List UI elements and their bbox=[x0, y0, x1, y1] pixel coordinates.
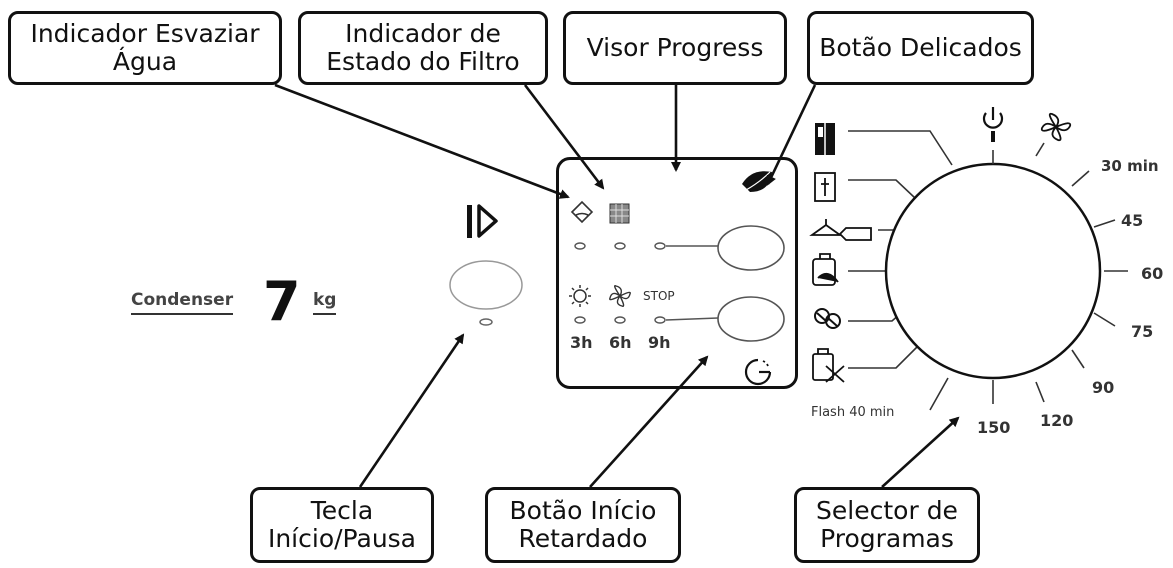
callout-program-selector: Selector de Programas bbox=[794, 487, 980, 563]
callout-text: Botão Delicados bbox=[819, 33, 1022, 62]
callout-filter-indicator: Indicador de Estado do Filtro bbox=[298, 11, 548, 85]
led-row-bottom bbox=[574, 316, 666, 324]
brand-word: Condenser bbox=[131, 290, 234, 315]
dial-ticks bbox=[992, 142, 1128, 404]
callout-text: Indicador de bbox=[345, 19, 501, 48]
callout-text: Água bbox=[112, 47, 178, 76]
filter-status-icon bbox=[609, 203, 630, 224]
power-icon bbox=[982, 107, 1004, 142]
callout-delicates-button: Botão Delicados bbox=[807, 11, 1034, 85]
delay-start-button[interactable] bbox=[717, 296, 785, 342]
program-icon-iron-dry bbox=[814, 172, 836, 202]
program-icon-hanger bbox=[809, 219, 872, 241]
dial-time-60: 60 bbox=[1141, 264, 1164, 283]
delay-clock-icon bbox=[744, 358, 772, 386]
dial-time-90: 90 bbox=[1092, 378, 1115, 397]
dial-time-120: 120 bbox=[1040, 411, 1074, 430]
program-icon-cupboard-dry bbox=[815, 123, 835, 155]
fan-icon bbox=[609, 285, 631, 307]
stop-label: STOP bbox=[643, 289, 675, 303]
callout-progress-display: Visor Progress bbox=[563, 11, 787, 85]
callout-arrows bbox=[274, 83, 960, 488]
delicates-leaf-icon bbox=[742, 171, 772, 192]
dial-time-75: 75 bbox=[1131, 322, 1154, 341]
delay-3h-label: 3h bbox=[570, 333, 593, 352]
dial-time-150: 150 bbox=[977, 418, 1011, 437]
start-pause-icon bbox=[467, 204, 498, 238]
program-selector-dial[interactable] bbox=[884, 162, 1102, 380]
callout-text: Visor Progress bbox=[586, 33, 764, 62]
delay-6h-label: 6h bbox=[609, 333, 632, 352]
callout-start-pause-key: Tecla Início/Pausa bbox=[250, 487, 434, 563]
callout-text: Retardado bbox=[518, 524, 648, 553]
callout-text: Botão Início bbox=[509, 496, 657, 525]
cool-fan-icon bbox=[1040, 112, 1072, 142]
callout-drain-indicator: Indicador Esvaziar Água bbox=[8, 11, 282, 85]
callout-delay-start-button: Botão Início Retardado bbox=[485, 487, 681, 563]
led-row-top bbox=[574, 242, 666, 250]
callout-text: Início/Pausa bbox=[267, 524, 417, 553]
delicates-button[interactable] bbox=[717, 225, 785, 271]
callout-text: Estado do Filtro bbox=[326, 47, 520, 76]
start-pause-button[interactable] bbox=[449, 260, 523, 310]
drain-water-icon bbox=[570, 200, 594, 224]
start-pause-led bbox=[479, 318, 493, 326]
callout-text: Tecla bbox=[310, 496, 374, 525]
dial-time-flash: Flash 40 min bbox=[811, 405, 895, 420]
capacity-value: 7 bbox=[263, 270, 301, 333]
delay-9h-label: 9h bbox=[648, 333, 671, 352]
dial-time-30: 30 min bbox=[1101, 157, 1159, 175]
callout-text: Selector de bbox=[816, 496, 958, 525]
program-icon-refresh bbox=[812, 348, 845, 383]
program-icon-cotton bbox=[812, 253, 839, 286]
program-icon-wool bbox=[814, 308, 841, 329]
callout-text: Indicador Esvaziar bbox=[30, 19, 260, 48]
capacity-unit: kg bbox=[313, 290, 337, 315]
dial-time-45: 45 bbox=[1121, 211, 1144, 230]
sun-icon bbox=[569, 285, 591, 307]
callout-text: Programas bbox=[820, 524, 954, 553]
